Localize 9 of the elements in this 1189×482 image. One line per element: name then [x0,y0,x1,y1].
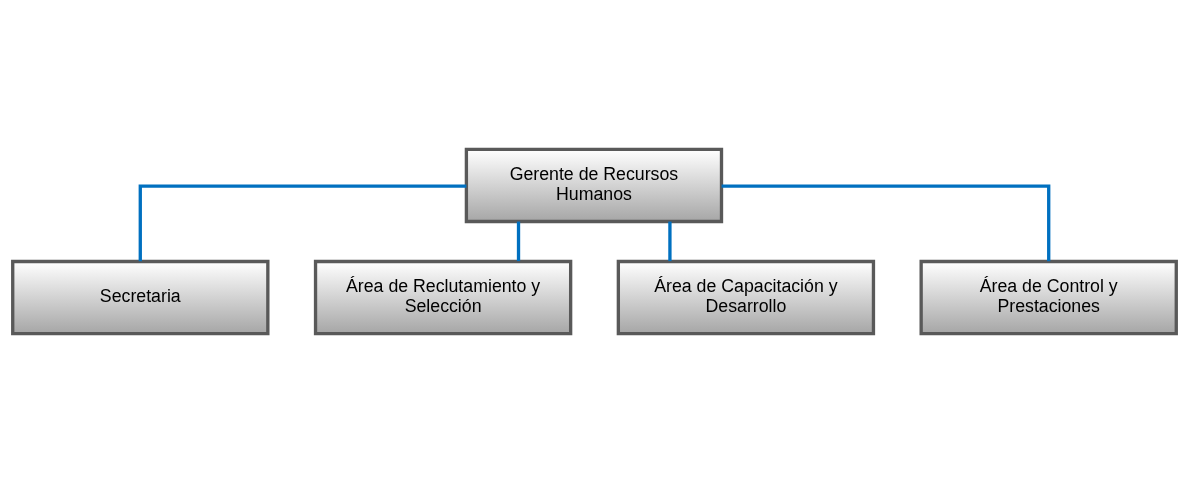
connector [516,221,521,261]
connector [668,221,672,261]
node-box: Área de Reclutamiento y Selección [313,259,573,335]
connector [721,183,1051,261]
node-box: Área de Capacitación y Desarrollo [616,259,876,335]
node-box: Área de Control y Prestaciones [919,259,1178,335]
node-box: Gerente de Recursos Humanos [464,147,724,223]
connector [138,183,467,261]
node-box: Secretaria [11,259,270,335]
